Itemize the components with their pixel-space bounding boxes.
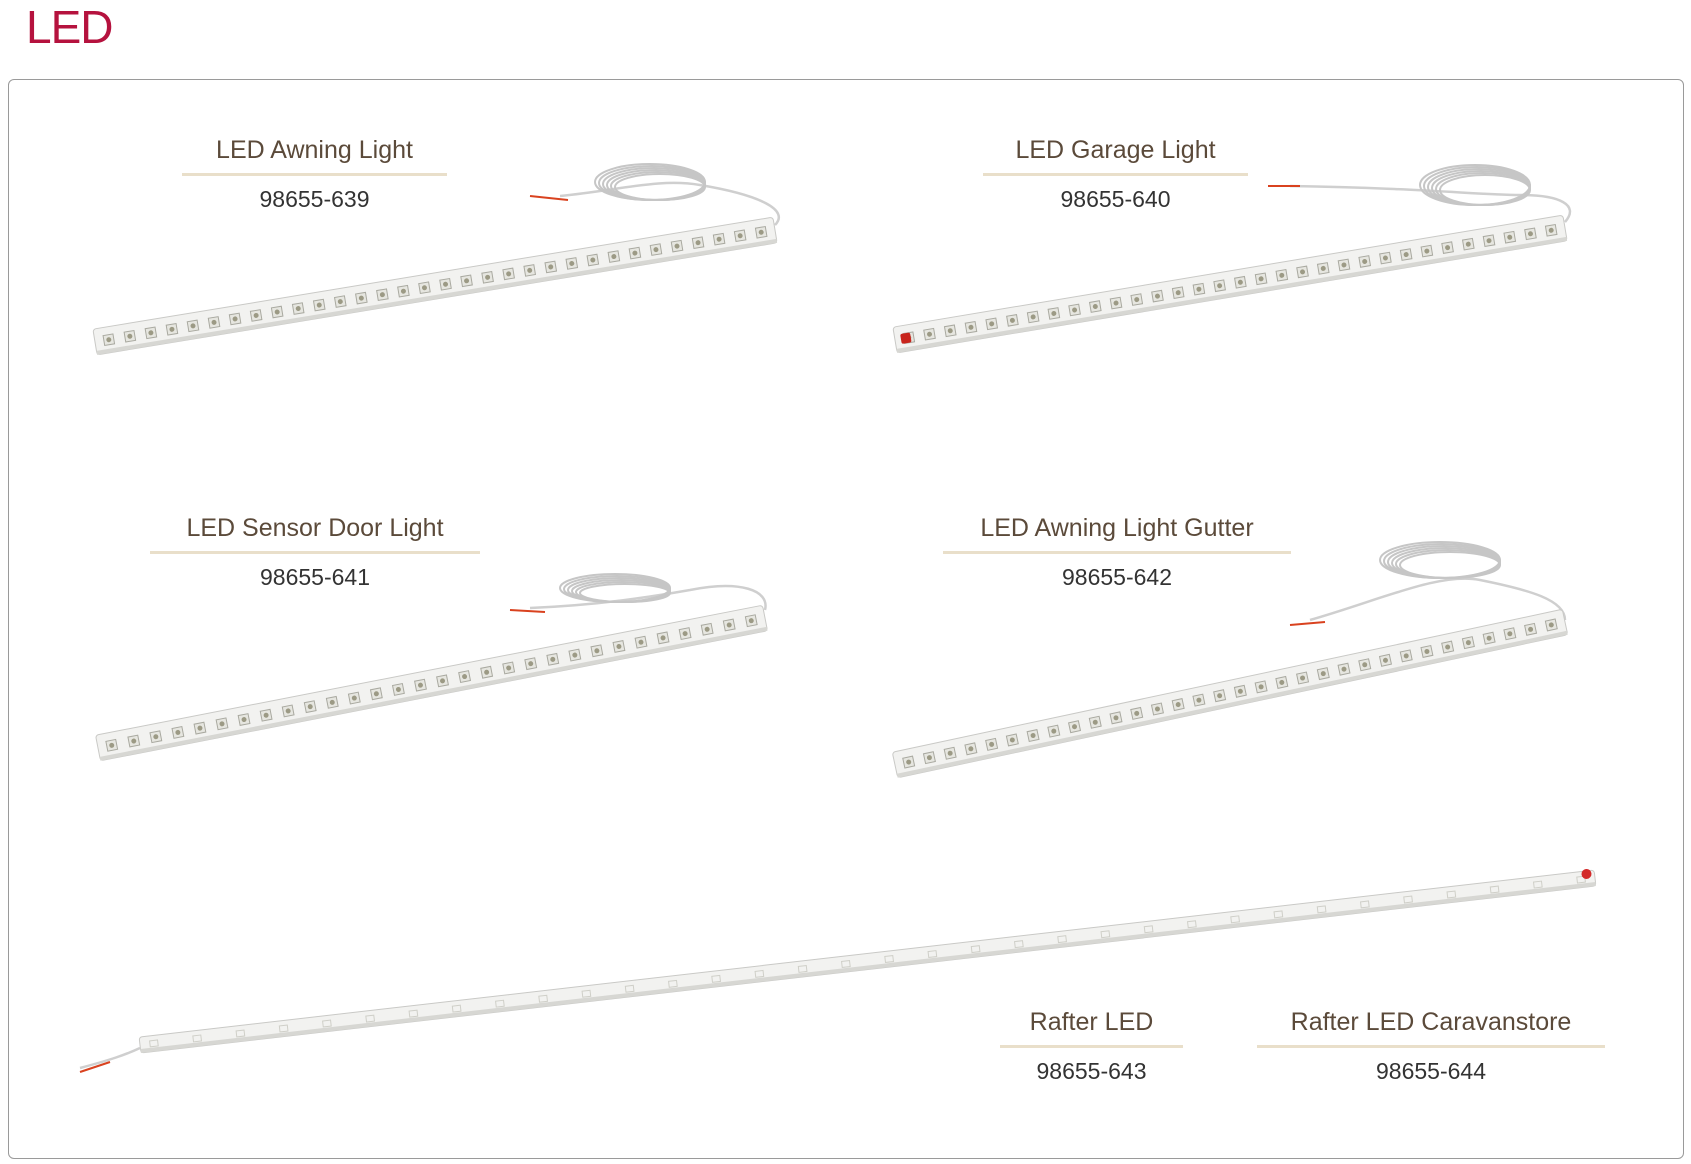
product-rafter-led-caravanstore: Rafter LED Caravanstore 98655-644 xyxy=(1257,1008,1605,1085)
product-code: 98655-644 xyxy=(1376,1058,1486,1084)
product-code: 98655-643 xyxy=(1036,1058,1147,1084)
product-awning-light-gutter: LED Awning Light Gutter 98655-642 xyxy=(943,514,1291,591)
product-name: LED Awning Light Gutter xyxy=(943,514,1291,554)
product-code: 98655-640 xyxy=(1060,186,1171,212)
product-garage-light: LED Garage Light 98655-640 xyxy=(983,136,1248,213)
product-name: LED Garage Light xyxy=(983,136,1248,176)
product-name: LED Awning Light xyxy=(182,136,447,176)
product-code: 98655-639 xyxy=(259,186,370,212)
product-name: Rafter LED xyxy=(1000,1008,1183,1048)
product-code: 98655-641 xyxy=(260,564,370,590)
product-name: Rafter LED Caravanstore xyxy=(1257,1008,1605,1048)
page-title: LED xyxy=(26,1,113,53)
product-rafter-led: Rafter LED 98655-643 xyxy=(1000,1008,1183,1085)
product-name: LED Sensor Door Light xyxy=(150,514,480,554)
product-sensor-door-light: LED Sensor Door Light 98655-641 xyxy=(150,514,480,591)
product-awning-light: LED Awning Light 98655-639 xyxy=(182,136,447,213)
product-code: 98655-642 xyxy=(1062,564,1172,590)
product-panel xyxy=(8,79,1684,1159)
